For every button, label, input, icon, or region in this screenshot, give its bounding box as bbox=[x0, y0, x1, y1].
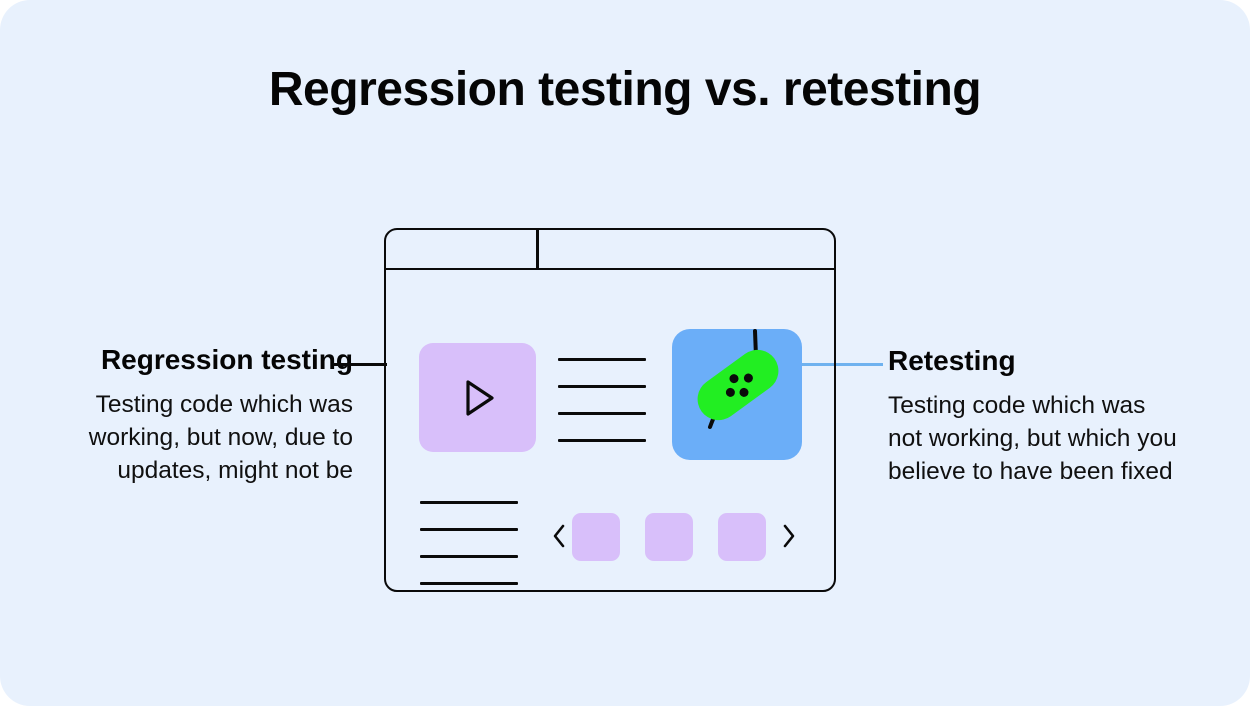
regression-testing-description-line-1: Testing code which was bbox=[95, 390, 353, 418]
carousel-item[interactable] bbox=[645, 513, 693, 561]
browser-tab-divider bbox=[536, 230, 539, 270]
regression-testing-description-line-3: updates, might not be bbox=[117, 456, 353, 484]
chevron-right-icon[interactable] bbox=[782, 523, 796, 549]
text-line bbox=[558, 358, 646, 362]
browser-window-body bbox=[386, 270, 834, 590]
game-card[interactable] bbox=[672, 329, 802, 460]
bandage-dot bbox=[727, 372, 741, 385]
bandage-dot bbox=[742, 371, 755, 385]
carousel-item[interactable] bbox=[572, 513, 620, 561]
retesting-description-line-1: Testing code which was bbox=[888, 391, 1146, 419]
regression-testing-description-line-2: working, but now, due to bbox=[88, 423, 353, 451]
retesting-description-line-2: not working, but which you bbox=[888, 424, 1177, 452]
text-line bbox=[558, 385, 646, 389]
text-line bbox=[420, 582, 518, 586]
connector-line-right bbox=[795, 363, 883, 366]
bandage-dot bbox=[724, 386, 737, 399]
text-line bbox=[420, 501, 518, 505]
bandage-dot bbox=[737, 386, 751, 399]
carousel-item[interactable] bbox=[718, 513, 766, 561]
chevron-left-icon[interactable] bbox=[552, 523, 566, 549]
regression-testing-description: Testing code which was working, but now,… bbox=[8, 388, 353, 487]
text-line bbox=[420, 555, 518, 559]
browser-window bbox=[384, 228, 836, 592]
retesting-description-line-3: believe to have been fixed bbox=[888, 457, 1173, 485]
browser-tab-bar bbox=[386, 230, 834, 270]
regression-testing-heading: Regression testing bbox=[100, 344, 353, 375]
text-line bbox=[558, 439, 646, 443]
retesting-label-block: Retesting Testing code which was not wor… bbox=[888, 345, 1233, 488]
text-line bbox=[420, 528, 518, 532]
retesting-description: Testing code which was not working, but … bbox=[888, 389, 1233, 488]
play-icon bbox=[465, 379, 494, 416]
retesting-heading: Retesting bbox=[888, 345, 1016, 376]
regression-testing-label-block: Regression testing Testing code which wa… bbox=[8, 344, 353, 487]
text-line bbox=[558, 412, 646, 416]
video-thumbnail[interactable] bbox=[419, 343, 536, 452]
connector-line-left bbox=[333, 363, 387, 366]
page-title: Regression testing vs. retesting bbox=[268, 63, 982, 116]
